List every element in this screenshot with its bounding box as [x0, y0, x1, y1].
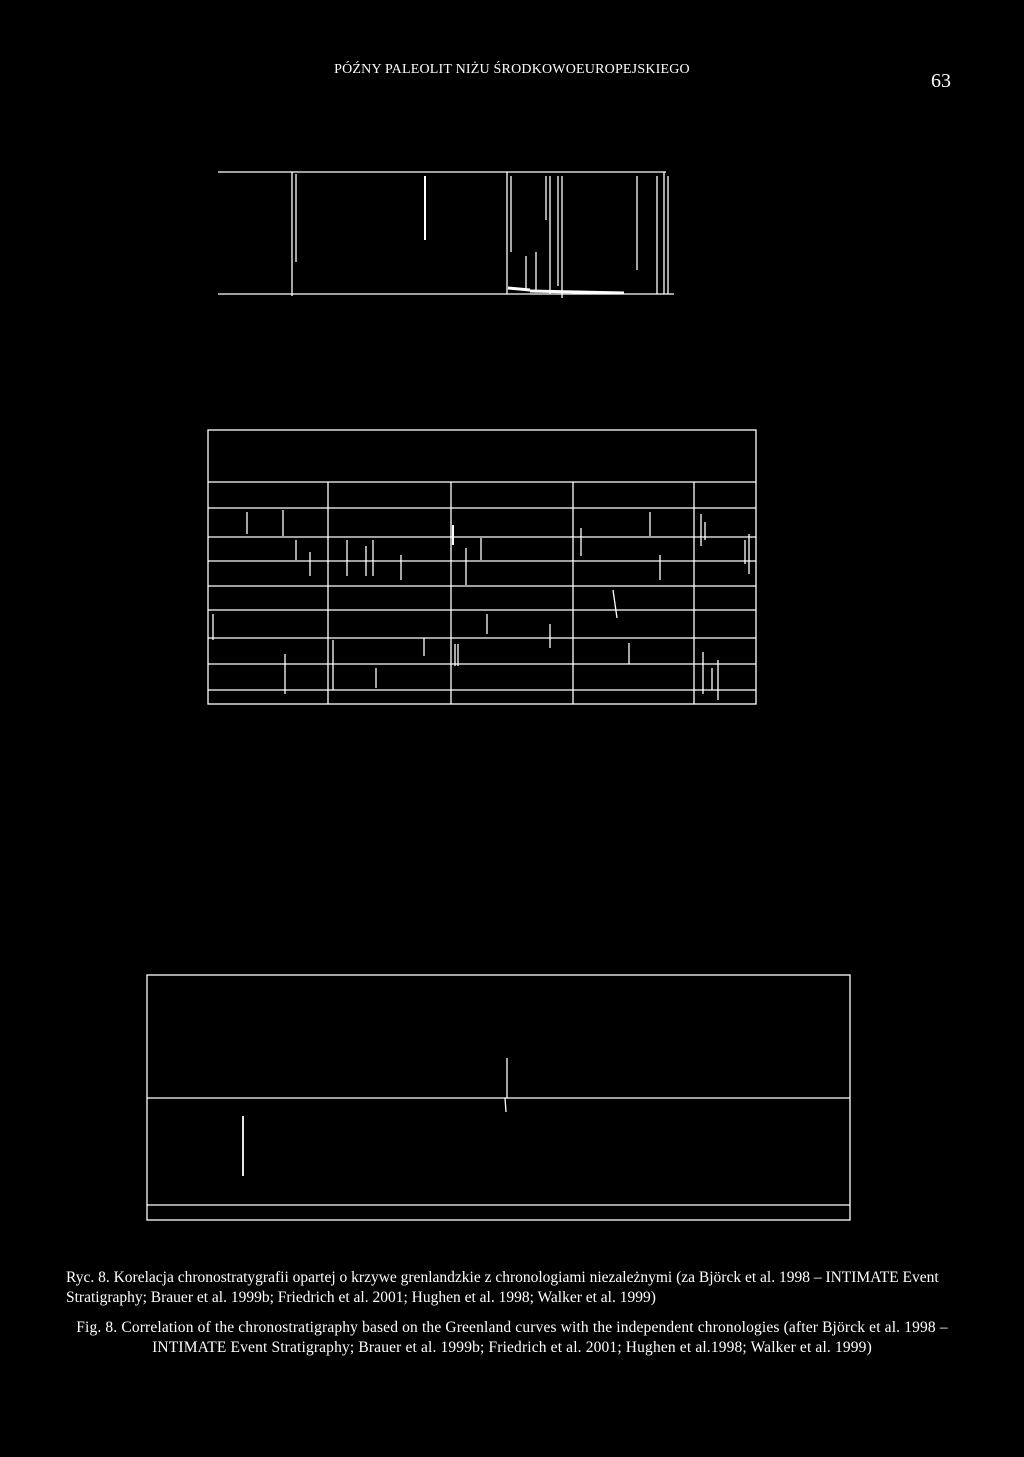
running-head: PÓŹNY PALEOLIT NIŻU ŚRODKOWOEUROPEJSKIEG… — [334, 62, 690, 77]
page-number: 63 — [931, 70, 951, 92]
bottom-panel — [146, 974, 851, 1221]
caption-english: Fig. 8. Correlation of the chronostratig… — [76, 1319, 948, 1356]
caption-polish: Ryc. 8. Korelacja chronostratygrafii opa… — [66, 1269, 939, 1306]
top-panel — [218, 171, 674, 298]
middle-panel — [207, 429, 757, 705]
